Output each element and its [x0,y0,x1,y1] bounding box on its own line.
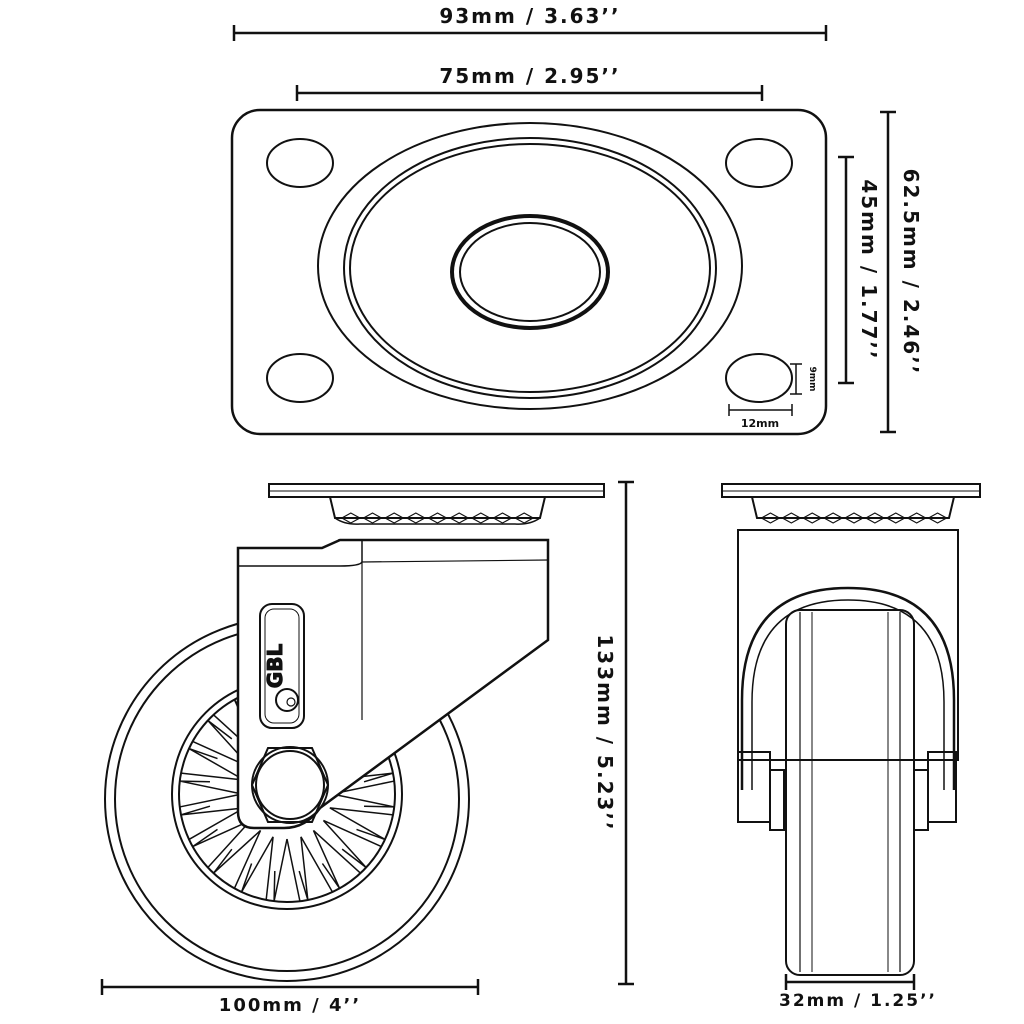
wheel-spoke [212,829,262,889]
bearing-ball [448,512,470,524]
side-bearing [328,496,547,519]
bolt-hole-bottom-left [266,353,334,403]
bearing-ball [822,512,844,524]
front-wheel [785,609,915,976]
kingpin-outer [450,214,610,330]
wheel-spoke [180,747,245,781]
bearing-ball [781,512,802,524]
wheel-spoke [179,780,243,808]
bearing-ball [864,512,886,524]
wheel-spoke [273,838,301,902]
dim-plate-height: 62.5mm / 2.46’’ [899,169,923,376]
bearing-ball [906,512,927,524]
bearing-ball [513,512,535,524]
axle-nut-right [927,751,957,823]
front-fork-arch [740,586,956,790]
dim-slot-height: 9mm [807,366,817,391]
brand-logo-text: GBL [263,644,287,689]
dim-wheel-width: 32mm / 1.25’’ [779,991,937,1011]
bearing-ball [760,512,781,524]
dim-bolt-spacing-y: 45mm / 1.77’’ [857,179,881,360]
axle-hex-nut [250,747,330,823]
race-ring-outer [343,137,717,399]
lower-dimension-lines [100,480,916,995]
race-ring-inner [349,143,711,393]
dim-total-height: 133mm / 5.23’’ [593,634,617,831]
bearing-ball [885,512,907,524]
wheel-spoke [240,836,274,901]
logo-plate [259,603,305,729]
bolt-hole-top-left [266,138,334,188]
bearing-ball [927,512,948,524]
bearing-ball [340,512,362,524]
outer-race-ellipse [317,122,743,410]
bearing-ball [843,512,865,524]
front-bearing-balls [760,512,948,524]
bearing-ball [405,512,427,524]
front-view [721,483,981,976]
wheel-spoke [322,819,382,869]
bearing-ball [383,512,405,524]
wheel-spoke [298,836,334,901]
bearing-ball [427,512,448,524]
dim-wheel-diameter: 100mm / 4’’ [219,995,361,1016]
wheel-spoke [312,829,361,889]
bearing-balls [340,512,535,524]
plate-outline [230,108,828,436]
kingpin-inner [459,222,601,322]
bearing-ball [492,512,513,524]
top-view-dimension-lines [232,25,896,434]
wheel-spoke [180,805,245,841]
bearing-ball [470,512,492,524]
side-view [104,483,605,982]
dim-plate-width: 93mm / 3.63’’ [439,4,620,28]
bearing-ball [362,512,383,524]
dim-slot-width: 12mm [741,417,779,430]
front-fork-body [737,529,959,761]
wheel-spoke [329,807,394,841]
dim-bolt-spacing-x: 75mm / 2.95’’ [439,64,620,88]
bearing-ball [801,512,823,524]
bolt-hole-top-right [725,138,793,188]
bolt-hole-bottom-right [725,353,793,403]
logo-c-icon [275,688,299,712]
top-plate-view [230,108,828,436]
